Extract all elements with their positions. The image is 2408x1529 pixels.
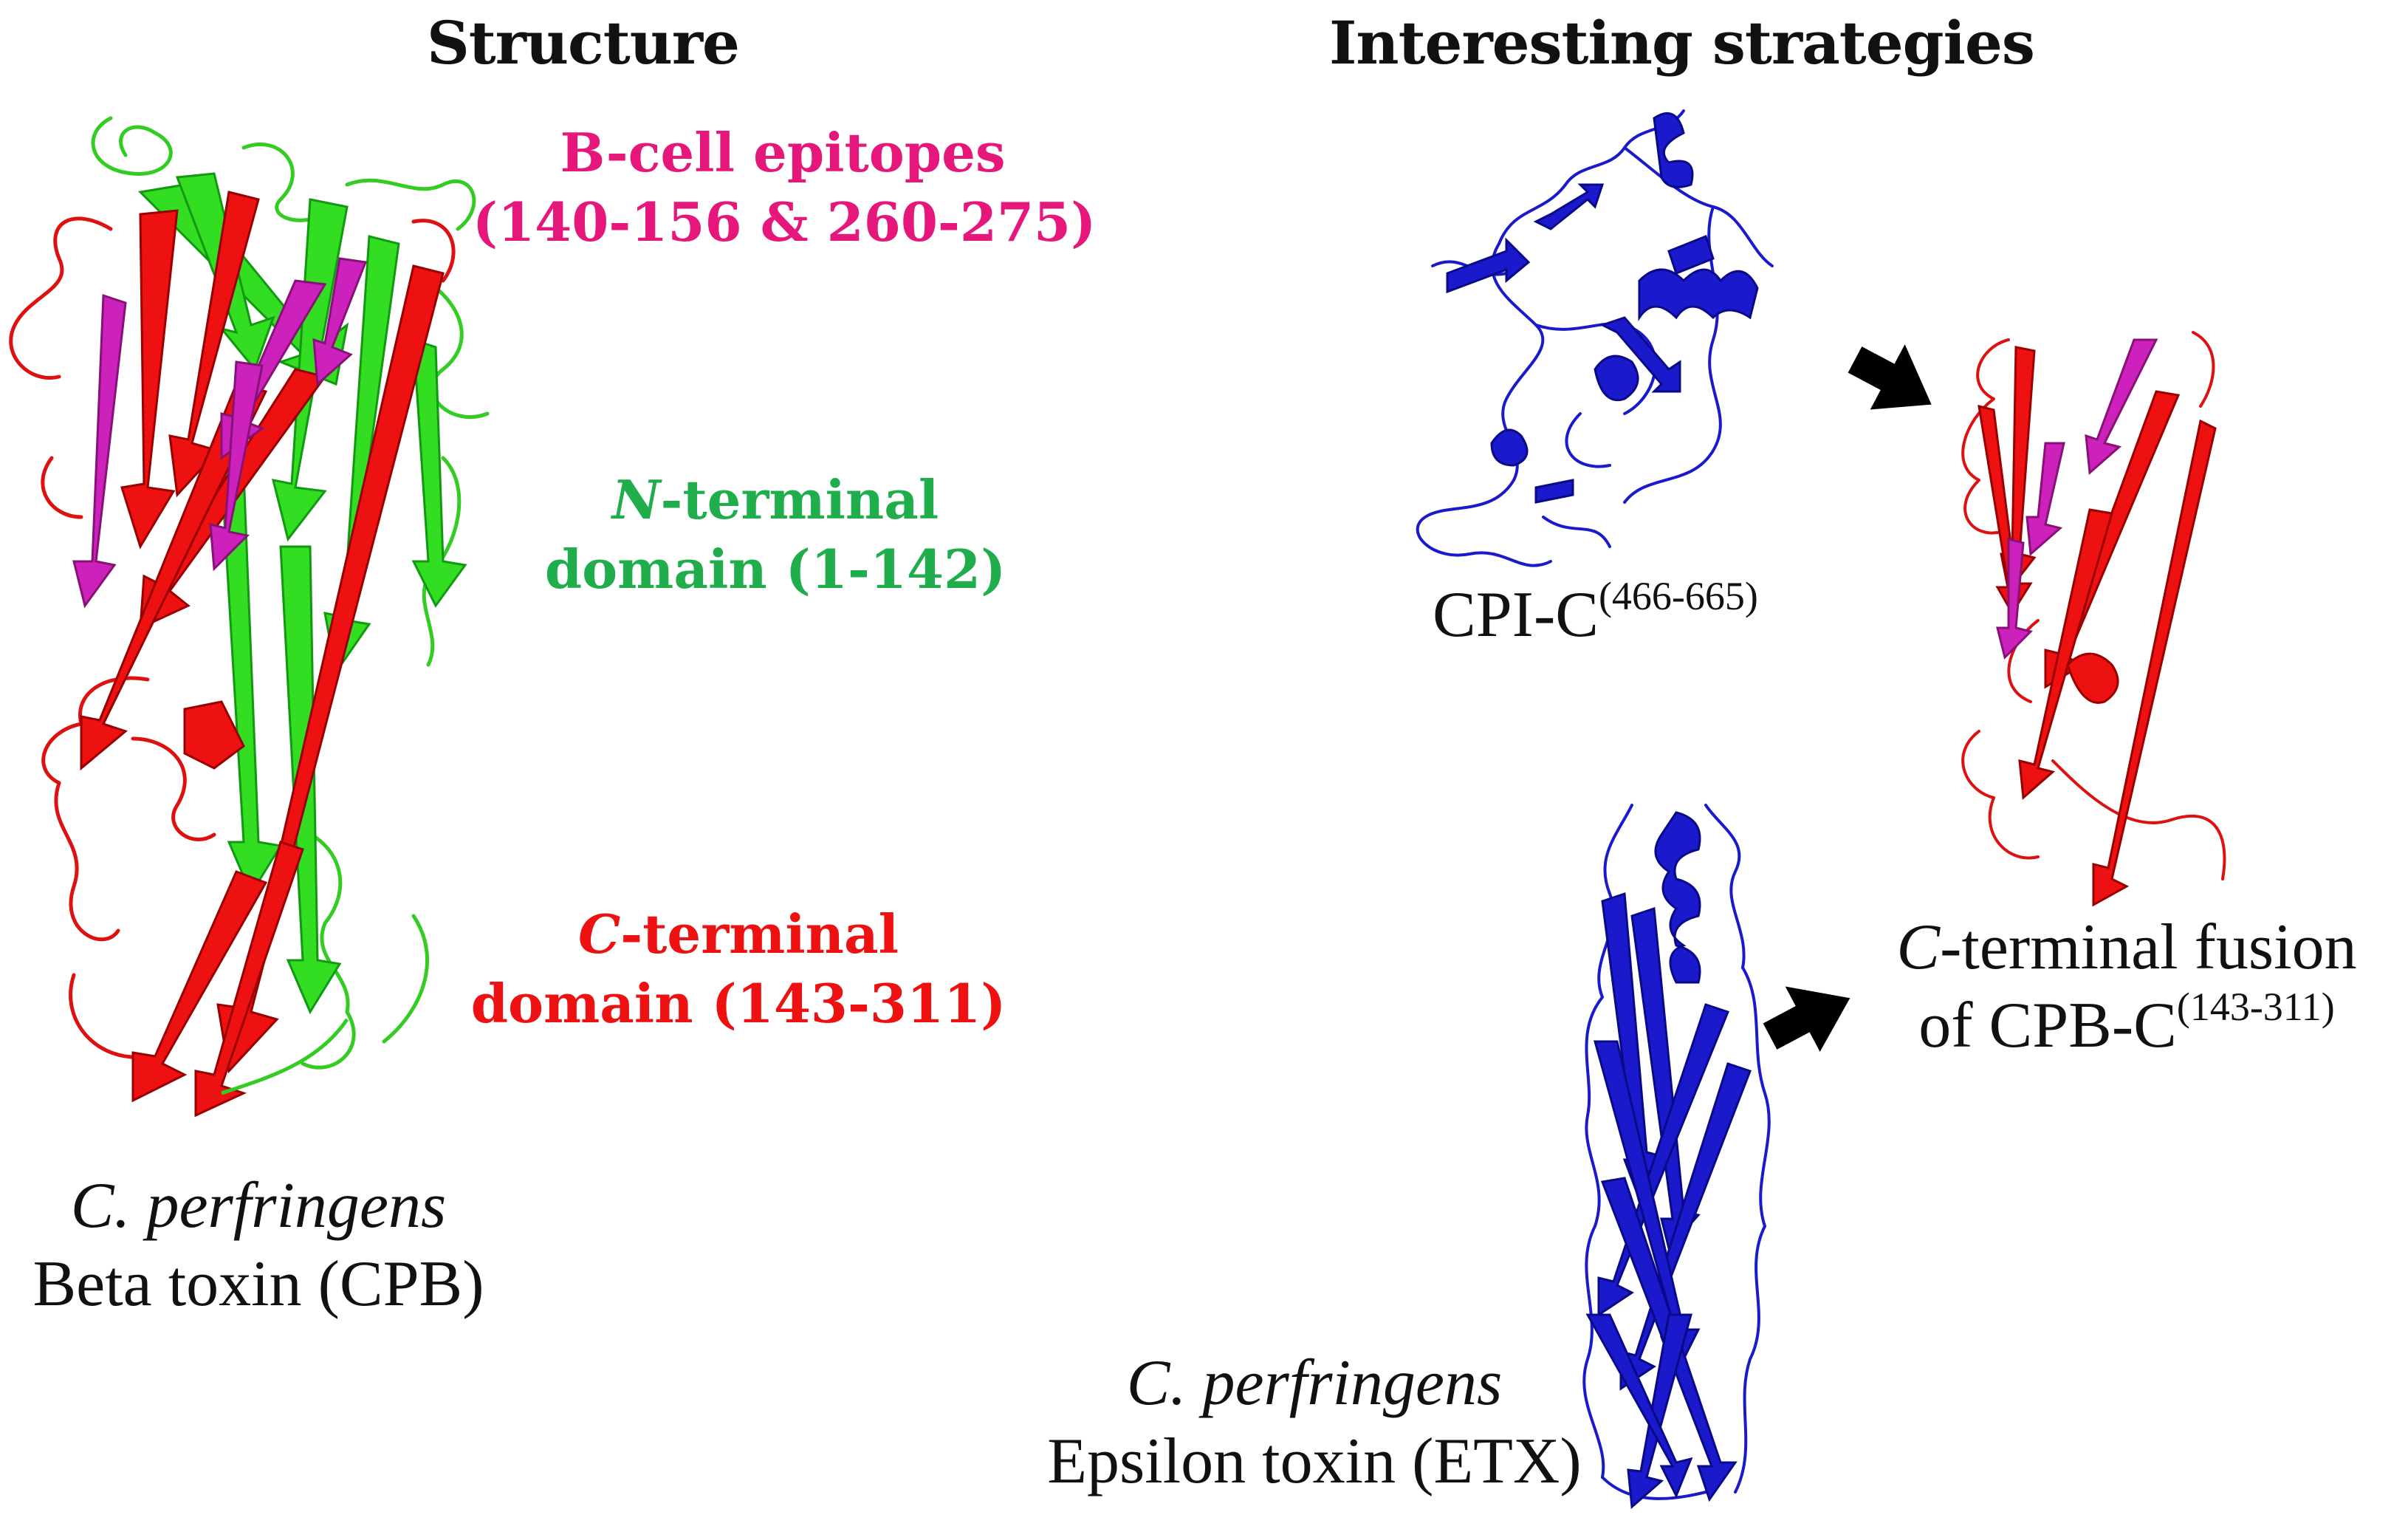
arrow-right-down-icon (1848, 344, 1932, 410)
structure-heading: Structure (427, 8, 740, 78)
fusion-range: (143-311) (2176, 984, 2335, 1029)
fusion-prefix: C (1896, 911, 1941, 983)
fusion-line2-base: of CPB-C (1918, 989, 2177, 1061)
cpb-c-fusion-structure-image (1961, 331, 2226, 907)
n-terminal-domain-label: N-terminal domain (1-142) (517, 465, 1034, 603)
n-terminal-line2: domain (1-142) (544, 537, 1006, 601)
etx-structure-image (1582, 804, 1771, 1510)
b-cell-epitopes-line1: B-cell epitopes (560, 121, 1006, 184)
c-terminal-line2: domain (143-311) (470, 971, 1006, 1035)
b-cell-epitopes-line2: (140-156 & 260-275) (473, 190, 1097, 253)
cpb-caption: C. perfringens Beta toxin (CPB) (0, 1167, 517, 1323)
arrow-right-up-icon (1763, 986, 1850, 1052)
cpb-name: Beta toxin (CPB) (32, 1248, 484, 1320)
etx-species: C. perfringens (1126, 1347, 1503, 1419)
etx-caption: C. perfringens Epsilon toxin (ETX) (989, 1344, 1639, 1500)
c-terminal-prefix: C (577, 903, 621, 965)
cpi-c-caption: CPI-C(466-665) (1433, 576, 1817, 654)
cpb-structure-image (9, 116, 490, 1118)
etx-name: Epsilon toxin (ETX) (1047, 1425, 1582, 1497)
b-cell-epitopes-label: B-cell epitopes (140-156 & 260-275) (473, 118, 1097, 256)
fusion-caption: C-terminal fusion of CPB-C(143-311) (1853, 909, 2400, 1064)
n-terminal-prefix: N (611, 468, 661, 531)
c-terminal-rest: -terminal (620, 903, 899, 965)
fusion-line1-rest: -terminal fusion (1940, 911, 2357, 983)
strategies-heading: Interesting strategies (1329, 8, 2035, 78)
cpi-c-base: CPI-C (1433, 579, 1599, 651)
cpi-c-structure-image (1416, 109, 1774, 567)
n-terminal-rest: -terminal (660, 468, 939, 531)
cpi-c-range: (466-665) (1598, 574, 1758, 618)
cpb-species: C. perfringens (70, 1170, 447, 1242)
c-terminal-domain-label: C-terminal domain (143-311) (458, 900, 1019, 1038)
